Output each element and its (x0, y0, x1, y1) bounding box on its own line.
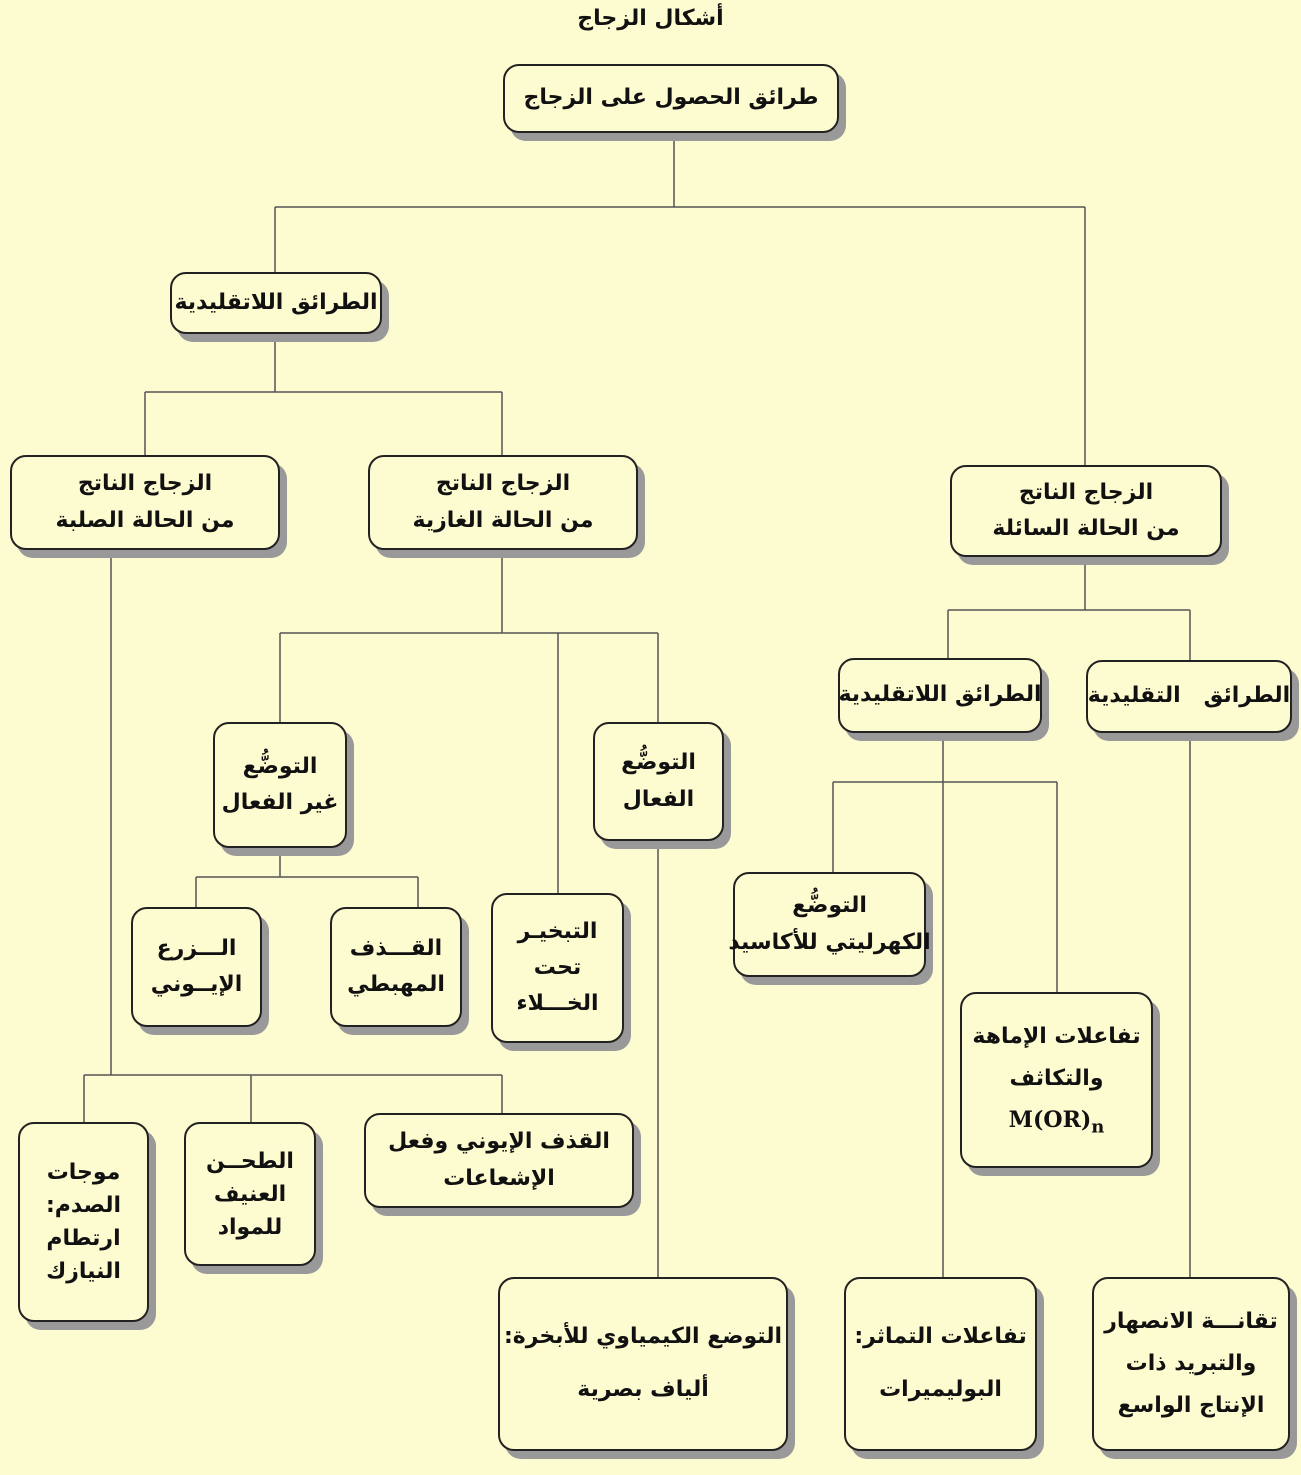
ion-bombard-line-2: الإشعاعات (443, 1165, 555, 1191)
active-dep-line-1: التوضُّع (621, 750, 696, 776)
implant-line-2: الإيــوني (150, 972, 243, 997)
melt-cooling-technique-node: تقانـــة الانصهار والتبريد ذات الإنتاج ا… (1092, 1277, 1290, 1451)
electro-line-1: التوضُّع (792, 893, 867, 919)
formula-base: M(OR) (1008, 1106, 1092, 1133)
shock-line-3: ارتطام (46, 1226, 121, 1251)
inactive-dep-line-2: غير الفعال (221, 790, 339, 815)
diagram-title: أشكال الزجاج (577, 6, 724, 31)
ion-bombardment-radiation-node: القذف الإيوني وفعل الإشعاعات (364, 1113, 634, 1208)
sputter-line-2: المهبطي (347, 972, 445, 997)
liquid-state-glass-node: الزجاج الناتج من الحالة السائلة (950, 465, 1222, 557)
melt-line-3: الإنتاج الواسع (1117, 1392, 1265, 1418)
sputter-line-1: القـــذف (349, 935, 443, 961)
electrolytic-deposition-node: التوضُّع الكهرليتي للأكاسيد (728, 872, 931, 977)
liquid-traditional-label: الطرائق التقليدية (1087, 683, 1291, 709)
grinding-line-1: الطحــن (206, 1148, 294, 1174)
root-node: طرائق الحصول على الزجاج (503, 64, 839, 133)
polymer-line-1: تفاعلات التماثر: (854, 1324, 1027, 1350)
chemical-vapor-deposition-node: التوضع الكيمياوي للأبخرة: ألياف بصرية (498, 1277, 788, 1451)
implant-line-1: الـــزرع (156, 935, 237, 961)
gas-state-glass-node: الزجاج الناتج من الحالة الغازية (368, 455, 638, 550)
electro-line-2: الكهرليتي للأكاسيد (728, 929, 931, 955)
cathode-sputtering-node: القـــذف المهبطي (330, 907, 462, 1027)
melt-line-2: والتبريد ذات (1125, 1351, 1257, 1377)
nontraditional-methods-label: الطرائق اللاتقليدية (174, 289, 378, 315)
alkoxide-formula: M(OR)n (1009, 1100, 1105, 1145)
solid-line-2: من الحالة الصلبة (55, 507, 235, 533)
ion-bombard-line-1: القذف الإيوني وفعل (388, 1129, 610, 1155)
liquid-traditional-node: الطرائق التقليدية (1086, 660, 1292, 733)
grinding-line-2: العنيف (213, 1181, 287, 1207)
vacuum-line-2: تحت (533, 954, 582, 980)
solid-line-1: الزجاج الناتج (77, 471, 213, 497)
liquid-line-1: الزجاج الناتج (1018, 479, 1154, 505)
cvd-line-2: ألياف بصرية (577, 1377, 709, 1402)
shock-line-1: موجات (46, 1160, 121, 1185)
active-deposition-node: التوضُّع الفعال (593, 722, 724, 841)
vacuum-line-3: الخـــلاء (516, 991, 599, 1017)
violent-grinding-node: الطحــن العنيف للمواد (184, 1122, 316, 1266)
vacuum-evaporation-node: التبخيـر تحت الخـــلاء (491, 893, 624, 1043)
formula-subscript: n (1091, 1115, 1105, 1137)
liquid-nontraditional-node: الطرائق اللاتقليدية (838, 658, 1042, 733)
melt-line-1: تقانـــة الانصهار (1104, 1309, 1278, 1335)
hydrolysis-condensation-node: تفاعلات الإماهة والتكاثف M(OR)n (960, 992, 1153, 1168)
cvd-line-1: التوضع الكيمياوي للأبخرة: (503, 1324, 783, 1350)
gas-line-1: الزجاج الناتج (435, 471, 571, 497)
grinding-line-3: للمواد (217, 1214, 283, 1240)
nontraditional-methods-node: الطرائق اللاتقليدية (170, 272, 382, 334)
hydrolysis-line-2: والتكاثف (1009, 1065, 1104, 1091)
active-dep-line-2: الفعال (622, 786, 695, 812)
liquid-nontraditional-label: الطرائق اللاتقليدية (838, 682, 1042, 708)
gas-line-2: من الحالة الغازية (412, 507, 594, 533)
hydrolysis-line-1: تفاعلات الإماهة (972, 1023, 1141, 1049)
inactive-deposition-node: التوضُّع غير الفعال (213, 722, 347, 848)
polymer-line-2: البوليميرات (879, 1377, 1002, 1402)
liquid-line-2: من الحالة السائلة (992, 516, 1180, 541)
solid-state-glass-node: الزجاج الناتج من الحالة الصلبة (10, 455, 280, 550)
ion-implantation-node: الـــزرع الإيــوني (131, 907, 262, 1027)
polymerization-reactions-node: تفاعلات التماثر: البوليميرات (844, 1277, 1037, 1451)
shock-line-4: النيازك (46, 1259, 121, 1284)
shock-line-2: الصدم: (45, 1193, 122, 1218)
shock-waves-node: موجات الصدم: ارتطام النيازك (18, 1122, 149, 1322)
root-node-label: طرائق الحصول على الزجاج (523, 85, 819, 111)
inactive-dep-line-1: التوضُّع (242, 753, 318, 779)
vacuum-line-1: التبخيـر (517, 918, 598, 944)
